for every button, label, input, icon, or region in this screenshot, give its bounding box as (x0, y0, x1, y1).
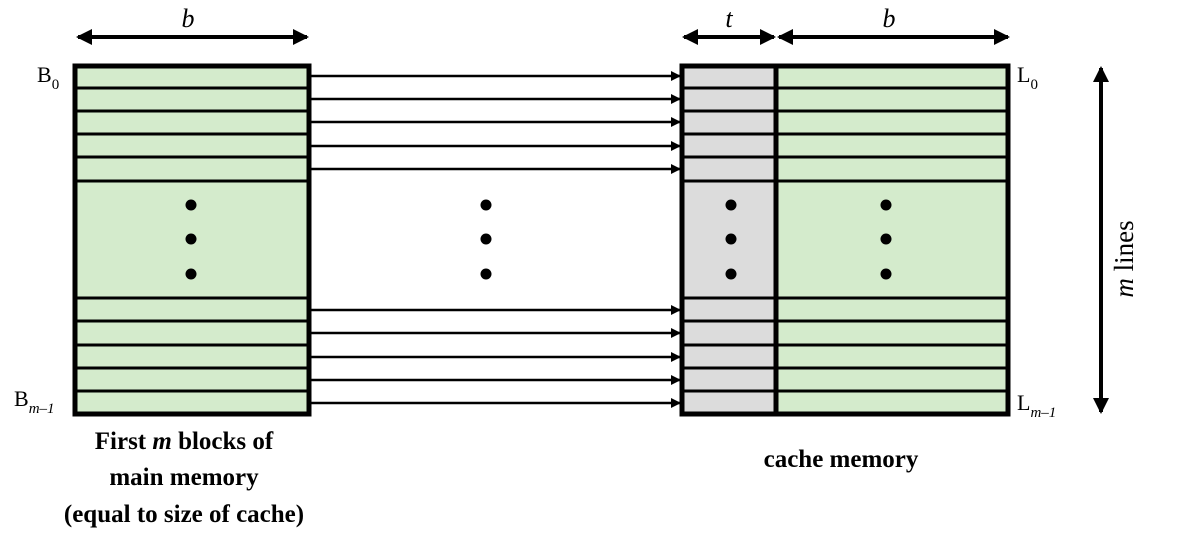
main-memory-dividers (75, 86, 309, 393)
mapping-ellipsis (480, 199, 492, 280)
mapping-arrows (309, 71, 681, 408)
cache-memory (679, 63, 1011, 417)
cache-tag-ellipsis (725, 199, 737, 280)
svg-text:First m blocks of: First m blocks of (95, 428, 274, 455)
cache-memory-caption: cache memory (764, 446, 919, 473)
cache-border (679, 63, 1011, 417)
cache-dividers (682, 86, 1008, 393)
svg-text:main memory: main memory (109, 464, 259, 491)
main-memory-ellipsis (185, 199, 197, 280)
width-b-left-dimension: b (76, 4, 309, 45)
main-memory-border (72, 63, 312, 417)
block-last-label: Bm–1 (14, 386, 55, 417)
block-first-label: B0 (37, 62, 59, 93)
width-b-left-label: b (182, 4, 195, 33)
m-lines-label: m lines (1109, 220, 1139, 297)
m-lines-dimension: m lines (1093, 66, 1139, 414)
line-first-label: L0 (1017, 62, 1038, 93)
main-memory-caption: First m blocks of main memory (equal to … (64, 428, 304, 528)
svg-text:(equal to size of cache): (equal to size of cache) (64, 501, 304, 528)
width-b-right-label: b (883, 4, 896, 33)
cache-line-fill (776, 66, 1008, 414)
width-t-label: t (725, 4, 733, 33)
main-memory-blocks (72, 63, 312, 417)
cache-line-ellipsis (880, 199, 892, 280)
width-t-dimension: t (682, 4, 776, 45)
width-b-right-dimension: b (777, 4, 1010, 45)
line-last-label: Lm–1 (1017, 390, 1056, 421)
